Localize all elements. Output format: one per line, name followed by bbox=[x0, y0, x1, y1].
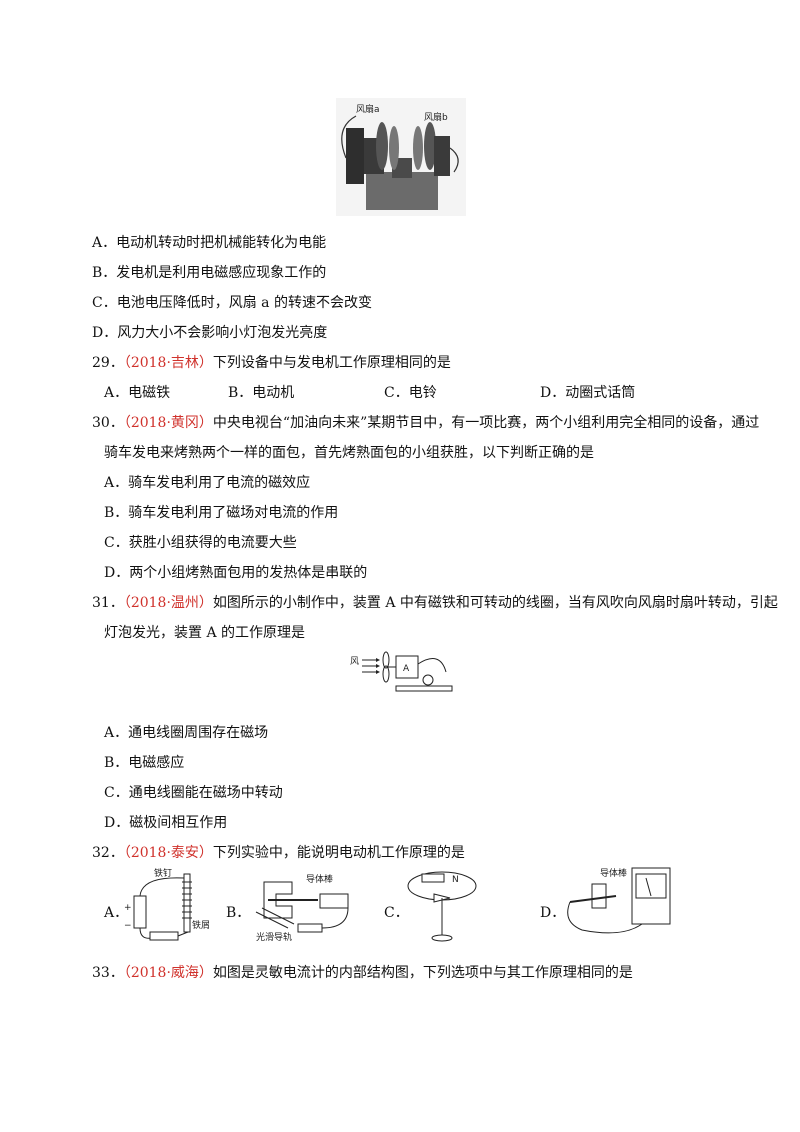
q30-text-line1: 中央电视台“加油向未来”某期节目中，有一项比赛，两个小组利用完全相同的设备，通过 bbox=[212, 415, 760, 431]
q32-figure-b: 导体棒 光滑导轨 bbox=[248, 872, 358, 944]
q30-option-d: D．两个小组烤熟面包用的发热体是串联的 bbox=[104, 565, 368, 581]
q32-option-b-letter: B． bbox=[226, 905, 251, 921]
q32-option-d-letter: D． bbox=[540, 905, 566, 921]
q32-fig-a-label-nail: 铁钉 bbox=[154, 867, 172, 879]
q32-fig-a-label-filings: 铁屑 bbox=[192, 919, 210, 931]
q30-option-a: A．骑车发电利用了电流的磁效应 bbox=[104, 475, 311, 491]
q33-text: 如图是灵敏电流计的内部结构图，下列选项中与其工作原理相同的是 bbox=[212, 965, 633, 981]
q29-number: 29． bbox=[92, 355, 124, 371]
q30-number: 30． bbox=[92, 415, 124, 431]
q30-text-line2: 骑车发电来烤熟两个一样的面包，首先烤熟面包的小组获胜，以下判断正确的是 bbox=[104, 445, 594, 461]
q31-option-d: D．磁极间相互作用 bbox=[104, 815, 228, 831]
q33-source: （2018·威海） bbox=[123, 965, 213, 981]
q31-stem: 31．（2018·温州）如图所示的小制作中，装置 A 中有磁铁和可转动的线圈，当… bbox=[92, 592, 778, 612]
q31-option-a: A．通电线圈周围存在磁场 bbox=[104, 725, 269, 741]
q32-fig-a-label-minus: − bbox=[124, 921, 132, 931]
q32-figure-a: 铁钉 + − 铁屑 bbox=[122, 866, 218, 948]
q29-option-c: C．电铃 bbox=[384, 385, 437, 401]
q32-figure-d: 导体棒 bbox=[562, 862, 674, 946]
q29-stem: 29．（2018·吉林）下列设备中与发电机工作原理相同的是 bbox=[92, 352, 451, 372]
q31-text-line1: 如图所示的小制作中，装置 A 中有磁铁和可转动的线圈，当有风吹向风扇时扇叶转动，… bbox=[212, 595, 778, 611]
q31-fig-label-wind: 风 bbox=[350, 656, 359, 667]
q32-fig-b-label-rails: 光滑导轨 bbox=[256, 931, 292, 943]
q30-source: （2018·黄冈） bbox=[123, 415, 213, 431]
q32-fig-b-label-rod: 导体棒 bbox=[306, 873, 333, 885]
q32-fig-d-label-rod: 导体棒 bbox=[600, 867, 627, 879]
q31-figure: 风 A bbox=[350, 650, 454, 694]
q29-source: （2018·吉林） bbox=[123, 355, 213, 371]
q32-option-a-letter: A． bbox=[104, 905, 129, 921]
q29-option-d: D．动圈式话筒 bbox=[540, 385, 636, 401]
q31-option-c: C．通电线圈能在磁场中转动 bbox=[104, 785, 283, 801]
q30-option-c: C．获胜小组获得的电流要大些 bbox=[104, 535, 297, 551]
q32-text: 下列实验中，能说明电动机工作原理的是 bbox=[212, 845, 465, 861]
q28-option-d: D．风力大小不会影响小灯泡发光亮度 bbox=[92, 325, 328, 341]
q28-option-b: B．发电机是利用电磁感应现象工作的 bbox=[92, 265, 327, 281]
q31-option-b: B．电磁感应 bbox=[104, 755, 185, 771]
q29-text: 下列设备中与发电机工作原理相同的是 bbox=[212, 355, 451, 371]
q32-option-c-letter: C． bbox=[384, 905, 409, 921]
q32-source: （2018·泰安） bbox=[123, 845, 213, 861]
q31-source: （2018·温州） bbox=[123, 595, 213, 611]
q30-stem: 30．（2018·黄冈）中央电视台“加油向未来”某期节目中，有一项比赛，两个小组… bbox=[92, 412, 759, 432]
q33-number: 33． bbox=[92, 965, 124, 981]
q29-option-a: A．电磁铁 bbox=[104, 385, 171, 401]
q31-number: 31． bbox=[92, 595, 124, 611]
q30-option-b: B．骑车发电利用了磁场对电流的作用 bbox=[104, 505, 339, 521]
q33-stem: 33．（2018·威海）如图是灵敏电流计的内部结构图，下列选项中与其工作原理相同… bbox=[92, 962, 633, 982]
q32-number: 32． bbox=[92, 845, 124, 861]
q29-option-b: B．电动机 bbox=[228, 385, 295, 401]
q32-fig-a-label-plus: + bbox=[124, 903, 132, 913]
q28-option-c: C．电池电压降低时，风扇 a 的转速不会改变 bbox=[92, 295, 372, 311]
q32-fig-c-label-n: N bbox=[452, 875, 459, 885]
q31-fig-label-a: A bbox=[403, 664, 410, 674]
q32-figure-c: N bbox=[404, 864, 480, 944]
q31-text-line2: 灯泡发光，装置 A 的工作原理是 bbox=[104, 625, 306, 641]
q32-stem: 32．（2018·泰安）下列实验中，能说明电动机工作原理的是 bbox=[92, 842, 465, 862]
q28-fig-label-b: 风扇b bbox=[424, 111, 448, 123]
q28-figure: 风扇a 风扇b bbox=[336, 98, 466, 216]
q28-fig-label-a: 风扇a bbox=[356, 103, 380, 115]
q28-option-a: A．电动机转动时把机械能转化为电能 bbox=[92, 235, 327, 251]
